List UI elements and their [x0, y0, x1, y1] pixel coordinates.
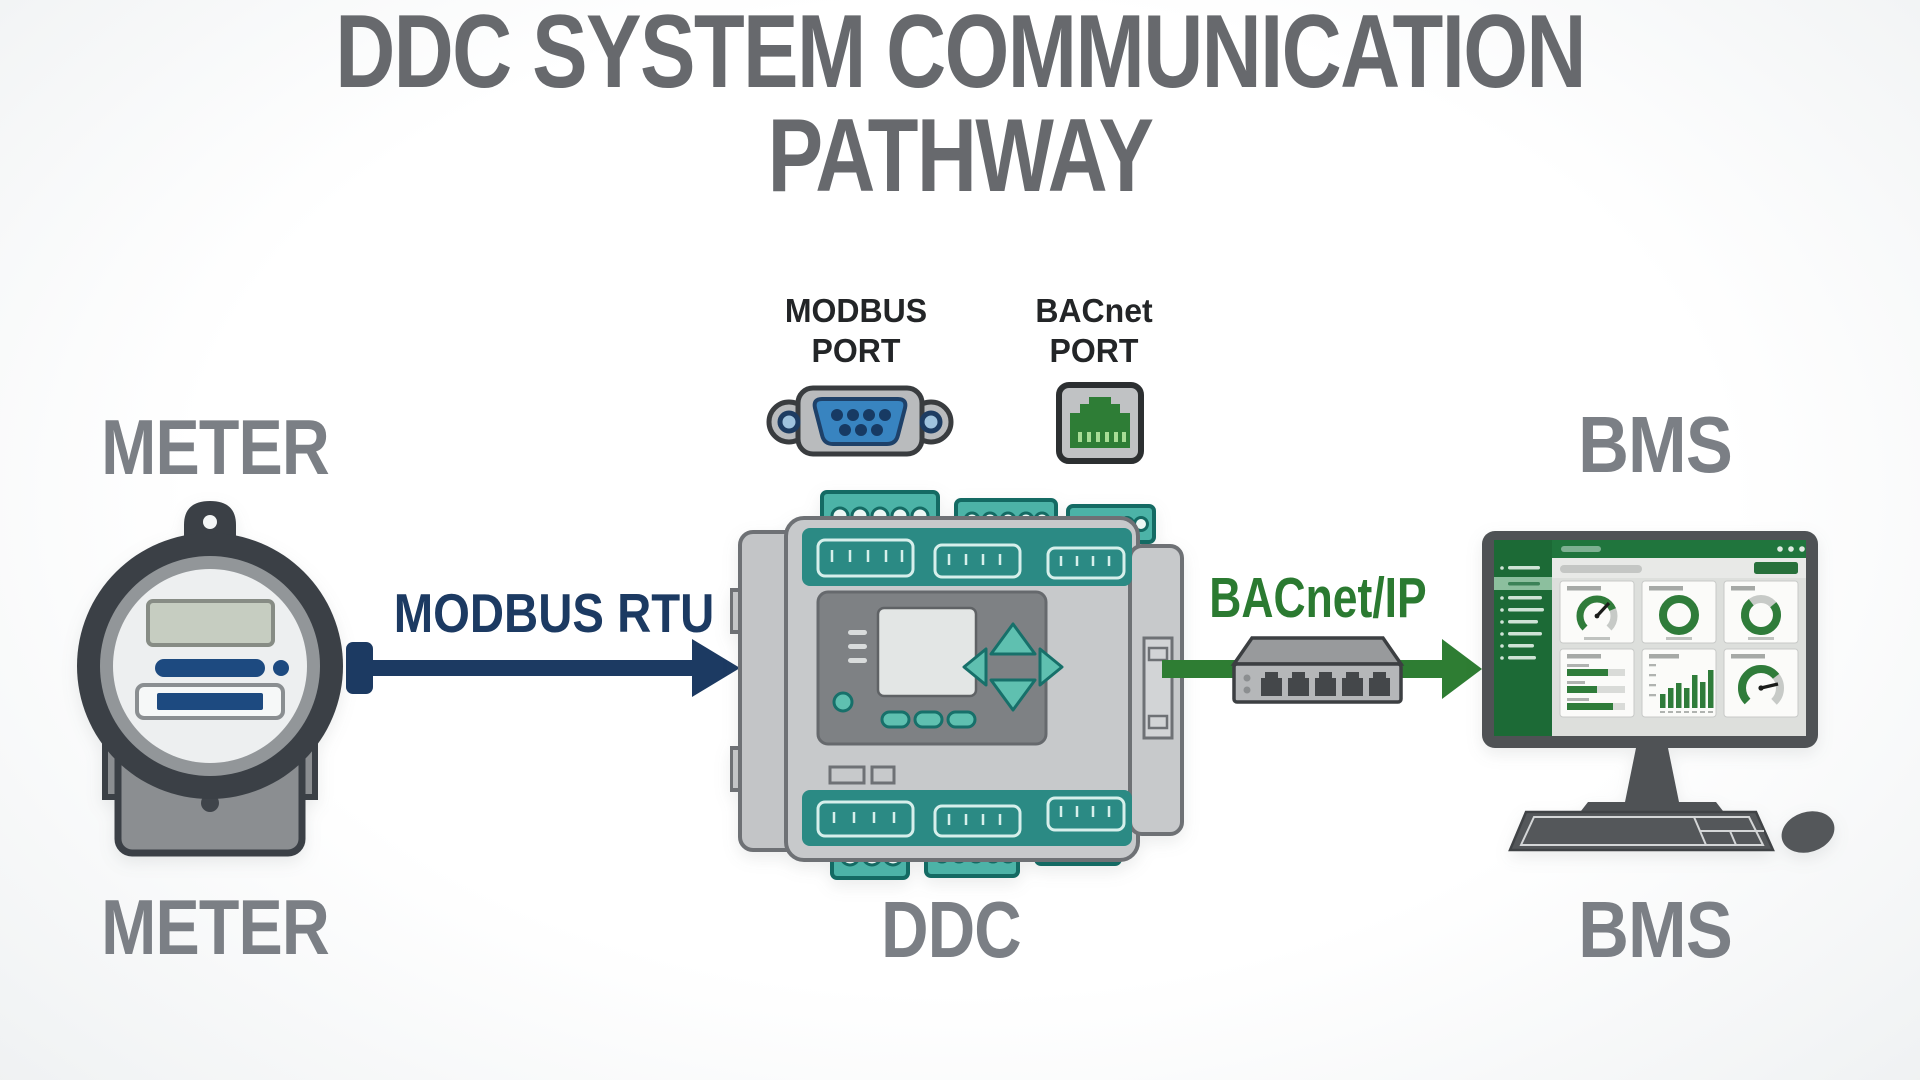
controller-face-panel — [816, 590, 1064, 746]
widget-gauge-1 — [1559, 580, 1635, 644]
ddc-label: DDC — [881, 885, 1021, 974]
widget-hbar-list — [1559, 648, 1635, 718]
status-leds — [848, 630, 867, 663]
arrow-connector-stub — [346, 642, 373, 694]
db9-serial-connector-icon — [766, 385, 954, 457]
dpad-down-icon — [989, 678, 1037, 712]
dashboard-topbar — [1552, 540, 1806, 558]
dpad-up-icon — [989, 622, 1037, 656]
meter-label-bottom: METER — [101, 883, 330, 971]
primary-button — [1754, 562, 1798, 574]
dpad-right-icon — [1038, 647, 1064, 687]
widget-gauge-2 — [1723, 648, 1799, 718]
db9-pins — [831, 409, 891, 436]
bacnet-port-label: BACnet PORT — [1035, 292, 1153, 370]
function-buttons — [880, 710, 977, 729]
mouse-icon — [1781, 811, 1835, 853]
bacnet-ip-link-label: BACnet/IP — [1209, 566, 1427, 630]
power-button — [832, 691, 854, 713]
monitor-stand — [1574, 748, 1730, 820]
body-detail-clip — [828, 765, 866, 785]
electric-meter-icon — [77, 501, 343, 857]
bms-dashboard — [1494, 540, 1806, 736]
arrowhead-right-icon — [1442, 639, 1482, 699]
io-band-bottom — [802, 790, 1132, 846]
meter-lcd-display — [146, 599, 275, 647]
controller-right-cap — [1128, 544, 1184, 836]
switch-ports — [1261, 672, 1390, 696]
widget-donut-full — [1641, 580, 1717, 644]
bms-label-bottom: BMS — [1578, 885, 1733, 974]
rj45-ethernet-jack-icon — [1056, 382, 1144, 464]
db9-face — [812, 397, 908, 446]
io-band-top — [802, 528, 1132, 586]
search-field — [1560, 565, 1642, 573]
meter-label-top: METER — [101, 403, 330, 491]
dpad-left-icon — [962, 647, 988, 687]
dashboard-header — [1552, 558, 1806, 578]
controller-lcd-screen — [876, 606, 978, 698]
dpad-navigation — [962, 622, 1064, 712]
screw-hole-right — [919, 410, 943, 434]
dashboard-sidebar — [1494, 540, 1552, 736]
switch-top-face — [1230, 636, 1405, 666]
arrowhead-right-icon — [692, 639, 740, 697]
rj45-pins — [1078, 432, 1126, 442]
widget-donut-partial — [1723, 580, 1799, 644]
modbus-port-label: MODBUS PORT — [784, 292, 928, 370]
keyboard-icon — [1508, 810, 1775, 852]
bms-label-top: BMS — [1578, 400, 1733, 489]
bms-workstation-icon — [1482, 531, 1835, 853]
db9-body — [766, 385, 954, 457]
widget-bar-chart — [1641, 648, 1717, 718]
bms-monitor — [1482, 531, 1818, 748]
meter-dial — [77, 533, 343, 799]
modbus-rtu-link-label: MODBUS RTU — [393, 582, 715, 644]
page-title: DDC SYSTEM COMMUNICATION PATHWAY — [335, 0, 1586, 214]
network-switch-icon — [1230, 636, 1405, 704]
ddc-controller-icon — [730, 490, 1184, 880]
body-detail-clip — [870, 765, 896, 785]
modbus-rtu-arrow — [346, 639, 740, 697]
switch-leds — [1243, 674, 1251, 694]
screw-hole-left — [777, 410, 801, 434]
